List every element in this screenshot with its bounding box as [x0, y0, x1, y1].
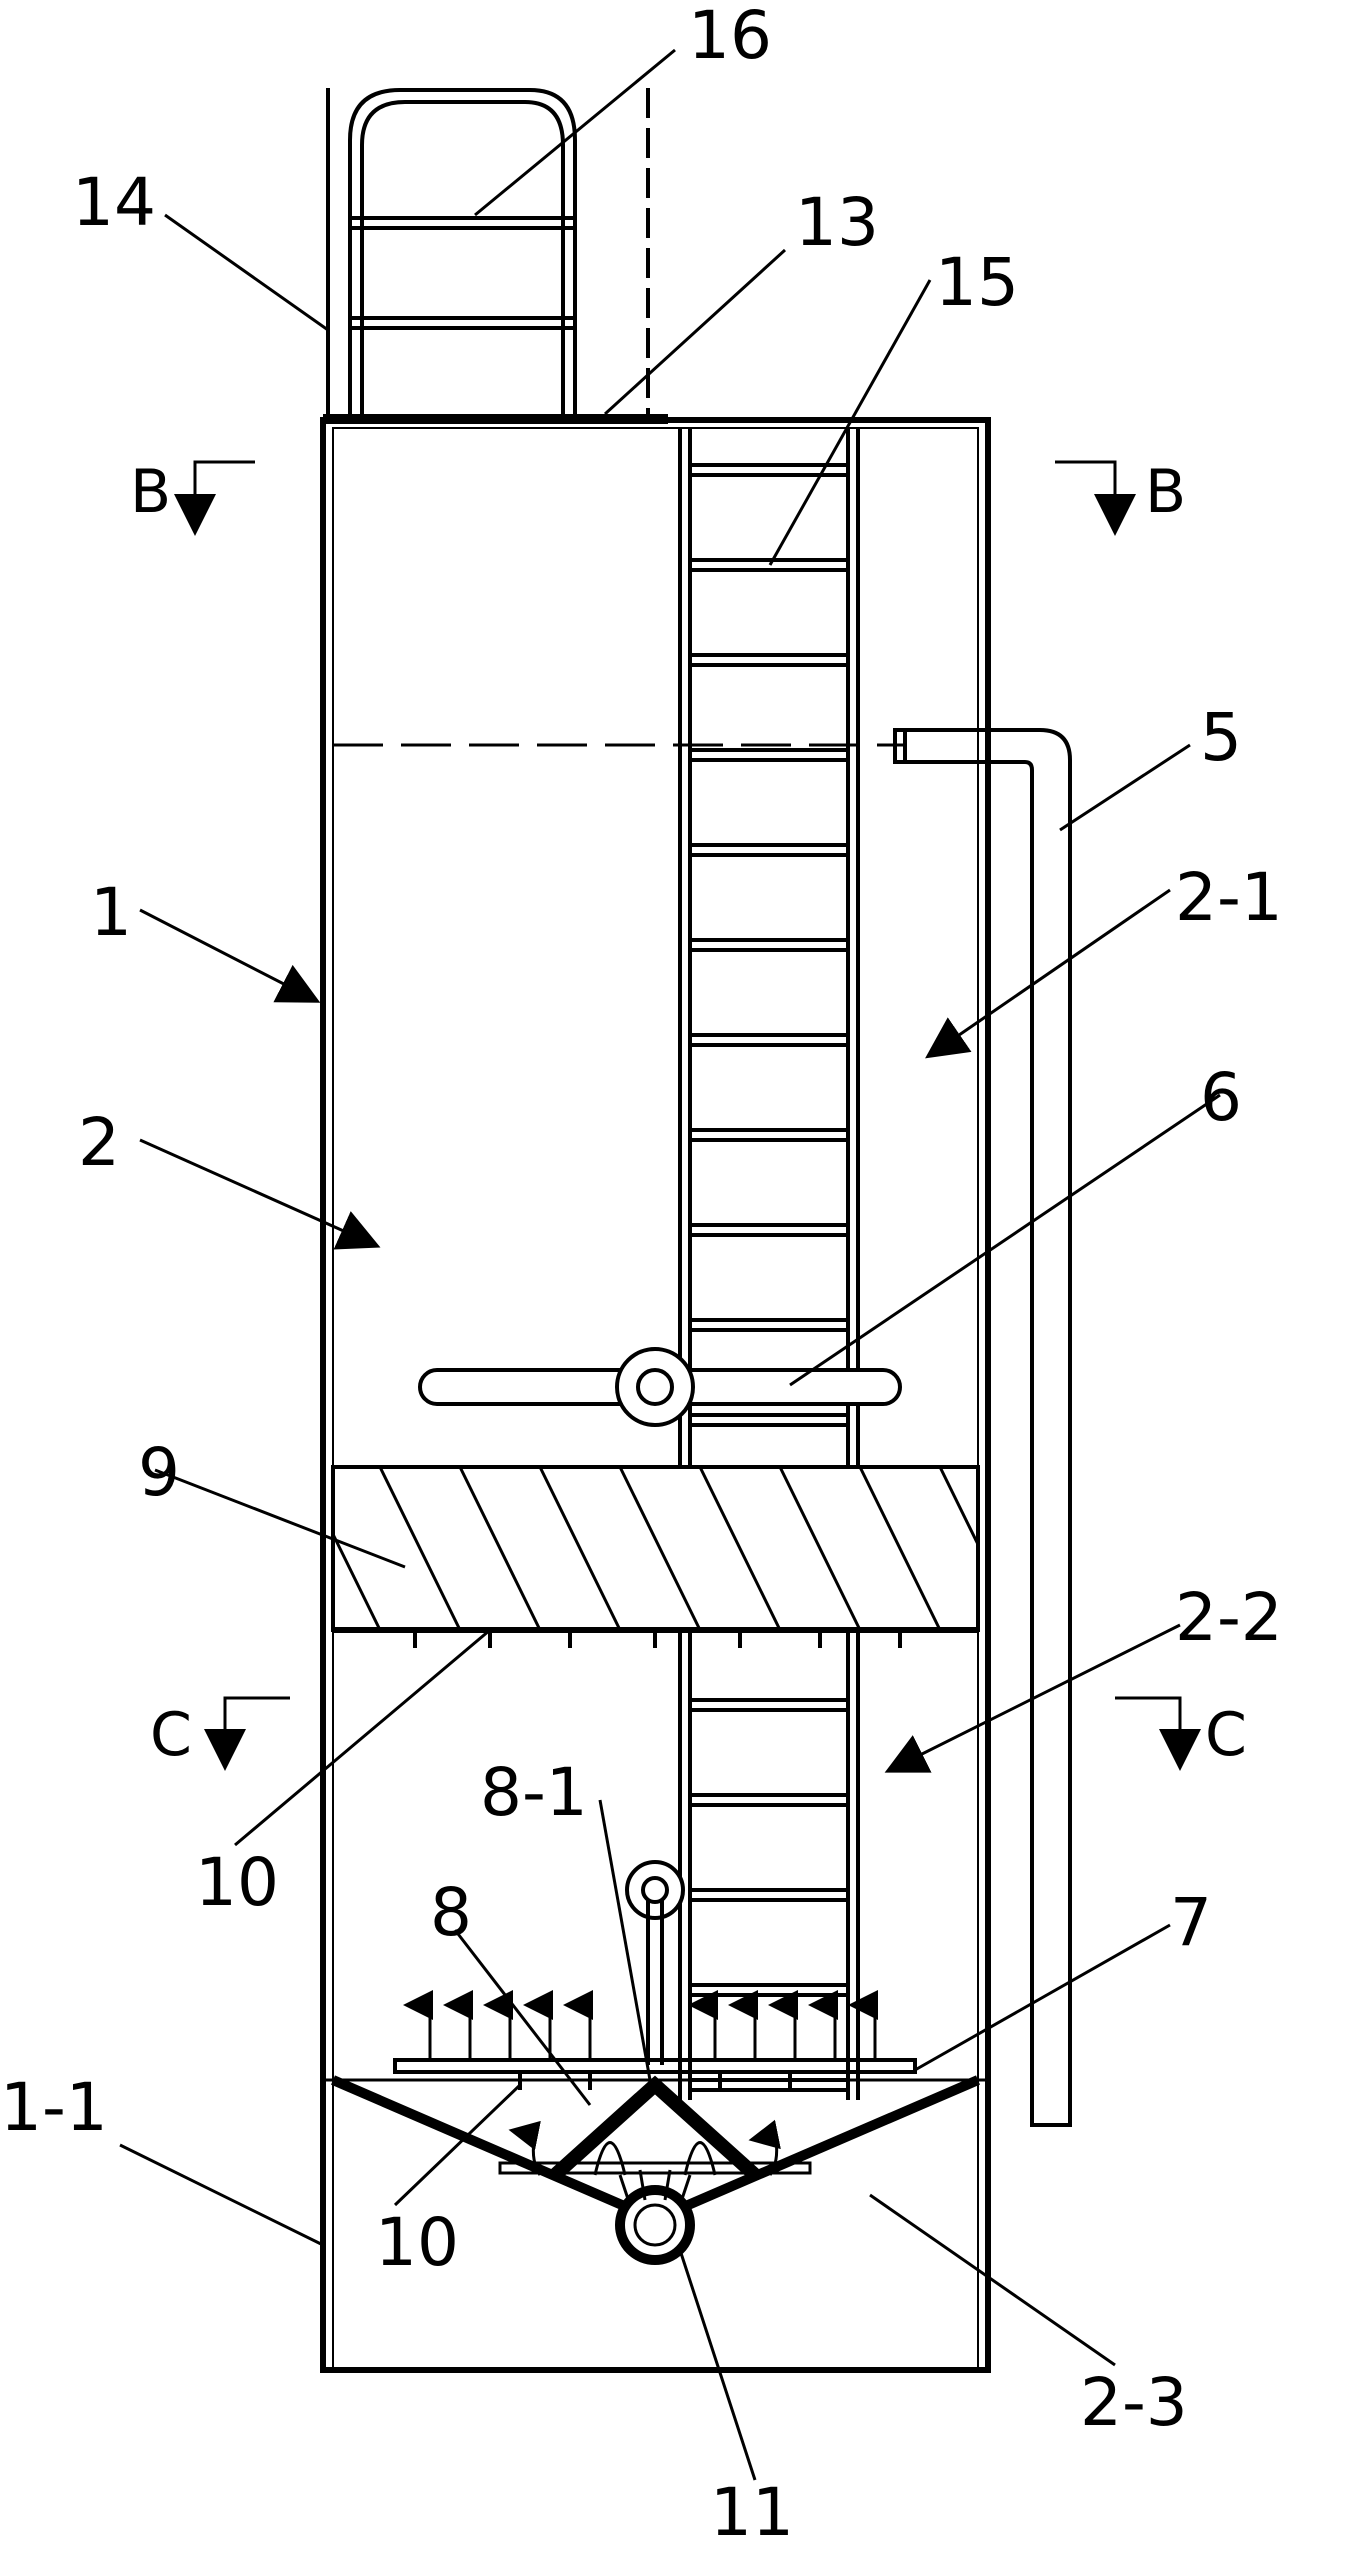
drain-outlet: [615, 2169, 695, 2265]
label-2-3: 2-3: [1080, 2364, 1188, 2441]
label-10-lower: 10: [375, 2204, 459, 2281]
label-16: 16: [688, 0, 772, 74]
section-mark-c-right: C: [1115, 1696, 1247, 1771]
label-5: 5: [1200, 699, 1242, 776]
section-mark-b-left: B: [130, 457, 255, 536]
svg-text:B: B: [1145, 457, 1186, 527]
label-9: 9: [138, 1434, 180, 1511]
label-14: 14: [72, 164, 156, 241]
label-15: 15: [935, 244, 1019, 321]
label-2-1: 2-1: [1175, 859, 1283, 936]
filter-layer: [331, 1465, 980, 1633]
label-7: 7: [1170, 1884, 1212, 1961]
label-8: 8: [430, 1874, 472, 1951]
label-1: 1: [90, 874, 132, 951]
section-mark-c-left: C: [150, 1696, 290, 1771]
label-8-1: 8-1: [480, 1754, 588, 1831]
svg-text:C: C: [1205, 1700, 1247, 1770]
rotating-arm: [418, 1347, 902, 1427]
distribution-pipe: [393, 1860, 917, 2074]
svg-text:C: C: [150, 1700, 192, 1770]
label-1-1: 1-1: [0, 2069, 108, 2146]
label-2: 2: [78, 1104, 120, 1181]
label-10-upper: 10: [195, 1844, 279, 1921]
diffuser-cap: [498, 2075, 812, 2181]
outlet-pipe: [893, 728, 1072, 2127]
internal-ladder: [678, 428, 860, 2100]
conical-bottom: [323, 2075, 988, 2220]
svg-text:B: B: [130, 457, 171, 527]
leader-lines: [119, 48, 1221, 2481]
airflow-arrows-top: [403, 1990, 878, 2060]
section-mark-b-right: B: [1055, 457, 1186, 536]
top-ladder: [326, 88, 650, 414]
label-2-2: 2-2: [1175, 1579, 1283, 1656]
label-6: 6: [1200, 1059, 1242, 1136]
label-11: 11: [710, 2474, 794, 2545]
nozzle-row-upper: [413, 1630, 902, 1648]
label-13: 13: [795, 184, 879, 261]
top-plate: [323, 414, 668, 424]
